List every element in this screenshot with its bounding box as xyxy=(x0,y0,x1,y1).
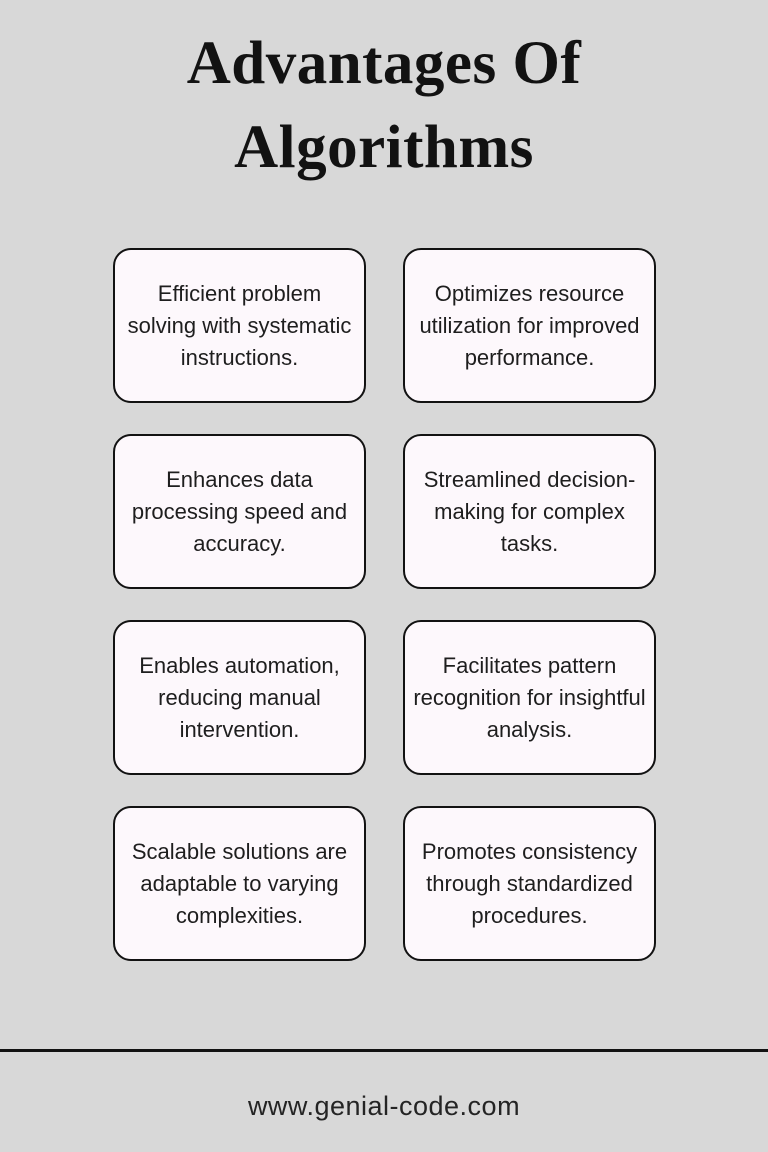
website-url: www.genial-code.com xyxy=(247,1091,521,1121)
advantage-card-1: Efficient problem solving with systemati… xyxy=(113,248,366,403)
advantage-text-8: Promotes consistency through standardize… xyxy=(421,838,638,928)
poster-title: Advantages Of Algorithms xyxy=(0,22,768,190)
advantage-card-2: Optimizes resource utilization for impro… xyxy=(403,248,656,403)
advantage-card-7: Scalable solutions are adaptable to vary… xyxy=(113,806,366,961)
advantage-text-6: Facilitates pattern recognition for insi… xyxy=(413,652,646,742)
title-line-2: Algorithms xyxy=(234,114,534,181)
advantage-text-2: Optimizes resource utilization for impro… xyxy=(419,280,640,370)
advantage-text-1: Efficient problem solving with systemati… xyxy=(127,280,352,370)
advantage-card-8: Promotes consistency through standardize… xyxy=(403,806,656,961)
advantage-card-5: Enables automation, reducing manual inte… xyxy=(113,620,366,775)
footer-divider xyxy=(0,1049,768,1052)
title-line-1: Advantages Of xyxy=(186,30,582,97)
advantage-text-3: Enhances data processing speed and accur… xyxy=(131,466,348,556)
advantage-text-5: Enables automation, reducing manual inte… xyxy=(139,652,340,742)
advantage-card-3: Enhances data processing speed and accur… xyxy=(113,434,366,589)
advantage-text-4: Streamlined decision-making for complex … xyxy=(423,466,636,556)
advantage-card-6: Facilitates pattern recognition for insi… xyxy=(403,620,656,775)
advantage-text-7: Scalable solutions are adaptable to vary… xyxy=(131,838,348,928)
advantage-card-4: Streamlined decision-making for complex … xyxy=(403,434,656,589)
advantages-grid: Efficient problem solving with systemati… xyxy=(113,248,656,961)
